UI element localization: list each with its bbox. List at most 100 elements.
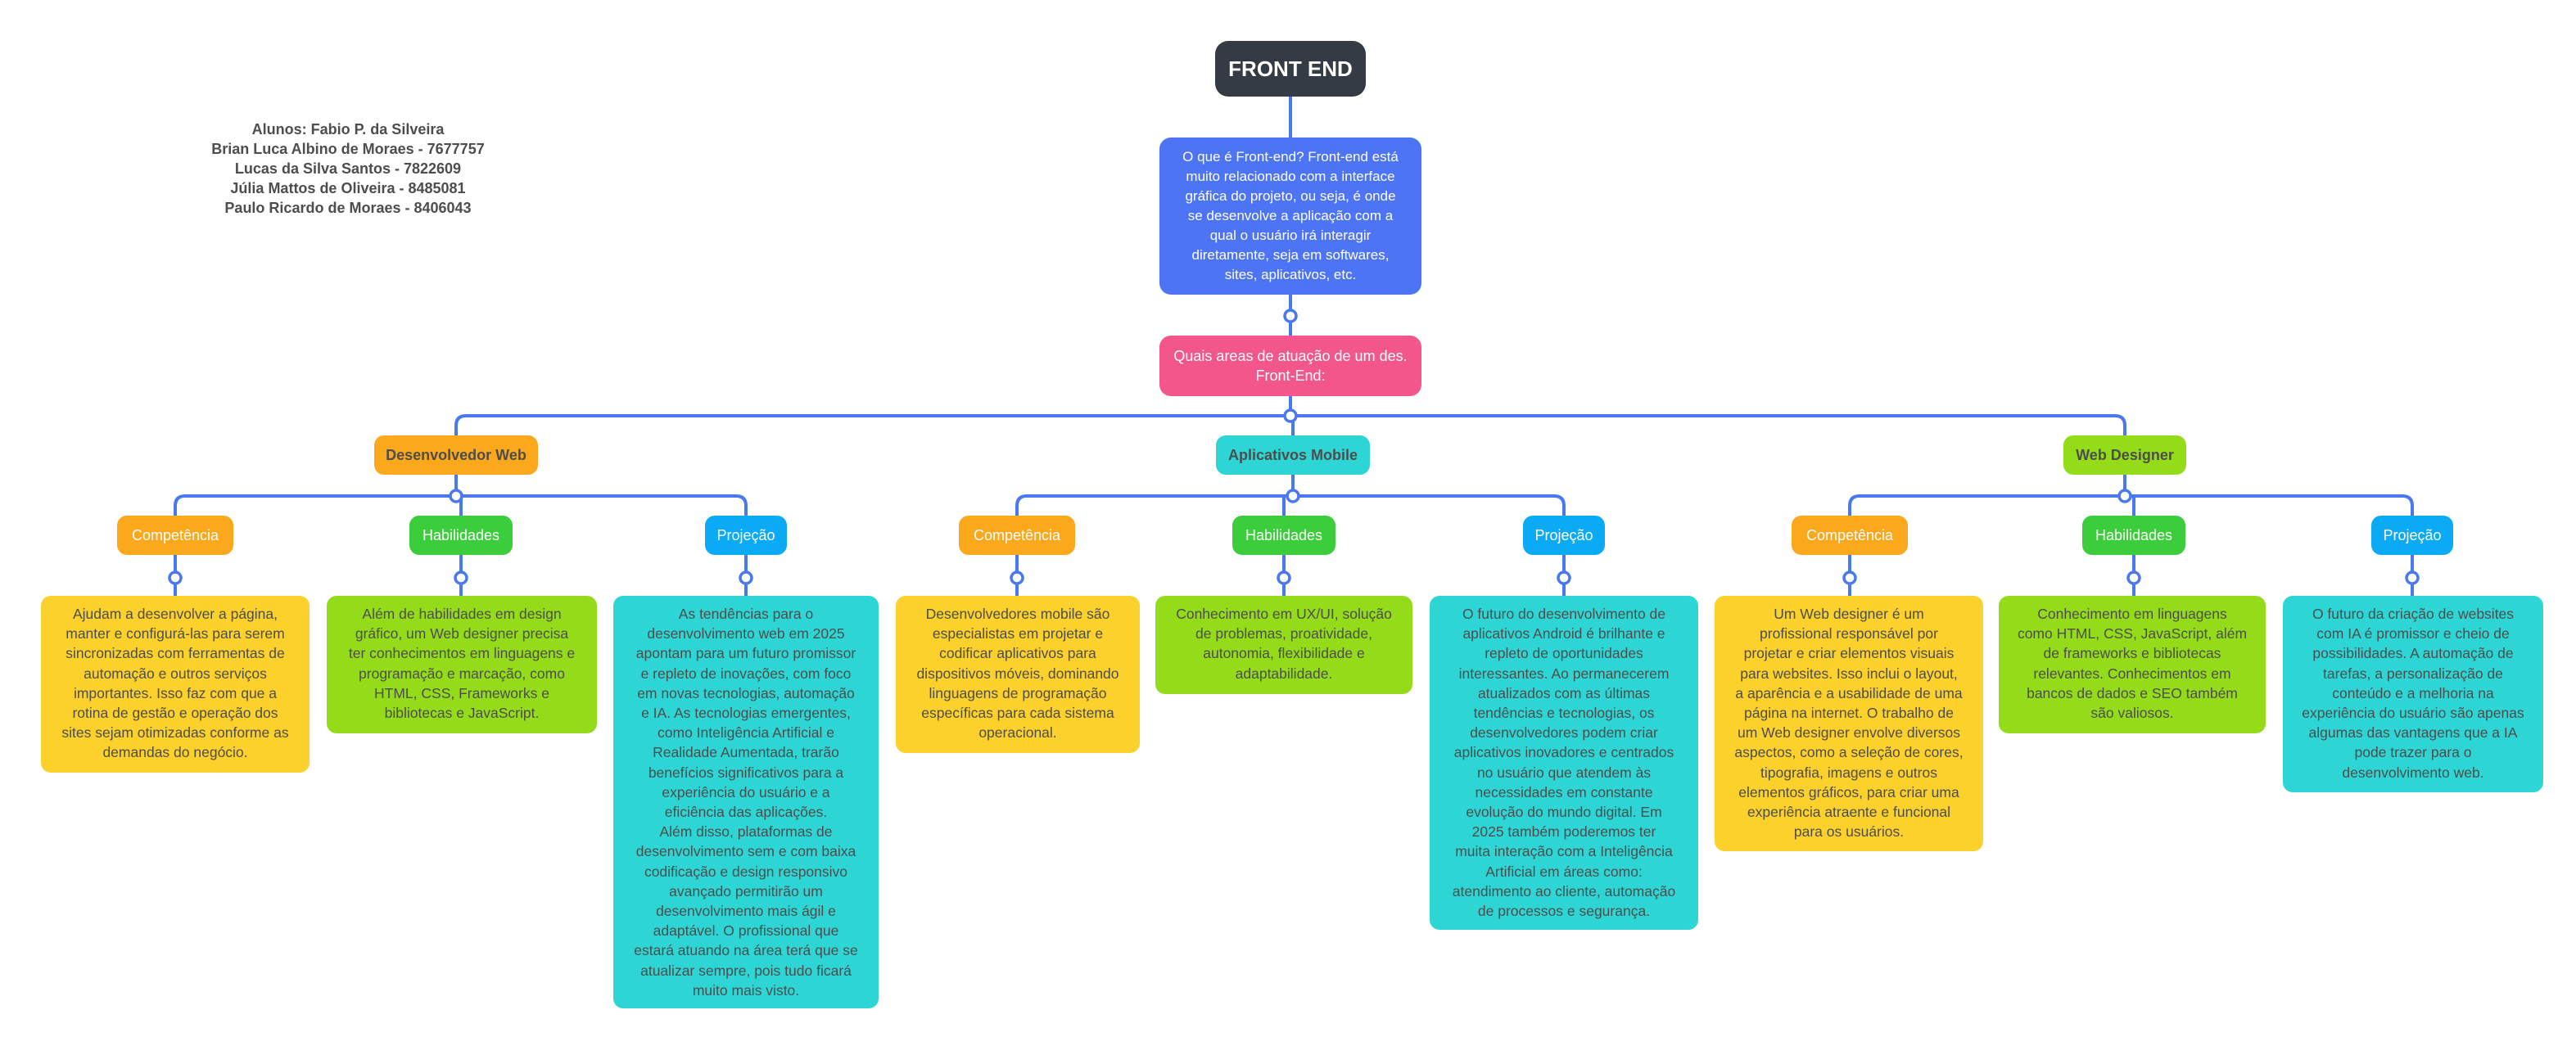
description-line: automação e outros serviços: [84, 665, 267, 682]
description-node-habilidades: Além de habilidades em design gráfico, u…: [327, 596, 597, 733]
student-line: Paulo Ricardo de Moraes - 8406043: [224, 200, 472, 216]
description-line: experiência atraente e funcional: [1747, 804, 1951, 821]
question-node[interactable]: Quais areas de atuação de um des. Front-…: [1159, 336, 1421, 396]
description-line: atendimento ao cliente, automação: [1452, 882, 1676, 899]
description-line: experiência do usuário são apenas: [2302, 705, 2524, 722]
definition-line: se desenvolve a aplicação com a: [1187, 208, 1394, 223]
description-line: codificar aplicativos para: [939, 645, 1096, 662]
category-label: Competência: [973, 526, 1061, 543]
description-line: relevantes. Conhecimentos em: [2033, 665, 2231, 682]
description-line: de processos e segurança.: [1477, 903, 1651, 920]
description-line: HTML, CSS, Frameworks e: [374, 684, 549, 701]
connector-dot[interactable]: [168, 570, 183, 585]
category-node-projecao[interactable]: Projeção: [2371, 516, 2453, 555]
area-node-aplicativos-mobile[interactable]: Aplicativos Mobile: [1216, 435, 1370, 475]
question-line: Front-End:: [1255, 367, 1326, 384]
description-line: elementos gráficos, para criar uma: [1738, 783, 1959, 800]
description-line: necessidades em constante: [1475, 783, 1653, 800]
description-line: tendências e tecnologias, os: [1473, 705, 1655, 722]
description-line: experiência do usuário e a: [662, 783, 830, 800]
root-node[interactable]: FRONT END: [1215, 41, 1366, 97]
description-node-competencia: Desenvolvedores mobile são especialistas…: [896, 596, 1140, 753]
description-line: Um Web designer é um: [1774, 606, 1924, 622]
description-node-habilidades: Conhecimento em UX/UI, solução de proble…: [1155, 596, 1412, 694]
connector-dot[interactable]: [454, 570, 468, 585]
description-line: possibilidades. A automação de: [2312, 645, 2514, 662]
category-label: Competência: [131, 526, 219, 543]
description-line: como HTML, CSS, JavaScript, além: [2017, 625, 2248, 642]
description-line: Conhecimento em UX/UI, solução: [1176, 606, 1392, 622]
connector-dot[interactable]: [1557, 570, 1571, 585]
description-line: especialistas em projetar e: [932, 625, 1104, 642]
category-node-habilidades[interactable]: Habilidades: [1232, 516, 1335, 555]
description-line: desenvolvedores podem criar: [1470, 724, 1658, 742]
definition-line: gráfica do projeto, ou seja, é onde: [1185, 188, 1396, 204]
description-line: de problemas, proatividade,: [1195, 625, 1372, 642]
description-line: apontam para um futuro promissor: [635, 645, 856, 662]
description-line: adaptabilidade.: [1235, 665, 1333, 682]
connector-dot[interactable]: [449, 489, 463, 503]
connector-dot[interactable]: [2126, 570, 2141, 585]
description-node-projecao: As tendências para o desenvolvimento web…: [613, 596, 879, 1008]
description-line: e IA. As tecnologias emergentes,: [641, 705, 851, 722]
area-node-web-designer[interactable]: Web Designer: [2063, 435, 2186, 475]
description-line: sincronizadas com ferramentas de: [66, 645, 285, 662]
description-line: Além disso, plataformas de: [659, 823, 833, 841]
area-node-desenvolvedor-web[interactable]: Desenvolvedor Web: [374, 435, 538, 475]
question-line: Quais areas de atuação de um des.: [1173, 348, 1408, 364]
category-label: Habilidades: [1245, 526, 1323, 543]
category-node-projecao[interactable]: Projeção: [1523, 516, 1605, 555]
area-label: Web Designer: [2076, 446, 2174, 463]
description-line: profissional responsável por: [1760, 625, 1938, 642]
description-line: interessantes. Ao permanecerem: [1458, 665, 1670, 682]
category-node-projecao[interactable]: Projeção: [705, 516, 787, 555]
connector-dot[interactable]: [2405, 570, 2420, 585]
description-line: pode trazer para o: [2354, 744, 2472, 761]
connector-dot[interactable]: [1283, 408, 1298, 423]
description-line: algumas das vantagens que a IA: [2308, 724, 2518, 742]
description-line: desenvolvimento web.: [2342, 764, 2484, 781]
description-line: linguagens de programação: [929, 684, 1107, 701]
connector-dot[interactable]: [739, 570, 753, 585]
connector-dot[interactable]: [2117, 489, 2132, 503]
category-node-competencia[interactable]: Competência: [1792, 516, 1908, 555]
description-line: O futuro da criação de websites: [2312, 606, 2515, 622]
description-line: a aparência e a usabilidade de uma: [1735, 684, 1963, 701]
definition-line: diretamente, seja em softwares,: [1191, 247, 1390, 263]
category-node-competencia[interactable]: Competência: [117, 516, 233, 555]
description-line: muita interação com a Inteligência: [1455, 843, 1673, 860]
category-label: Projeção: [1534, 526, 1593, 543]
description-line: projetar e criar elementos visuais: [1743, 645, 1955, 662]
description-line: adaptável. O profissional que: [653, 922, 839, 940]
description-node-projecao: O futuro do desenvolvimento de aplicativ…: [1430, 596, 1698, 930]
description-line: rotina de gestão e operação dos: [72, 705, 278, 722]
category-node-competencia[interactable]: Competência: [959, 516, 1075, 555]
description-line: Desenvolvedores mobile são: [925, 606, 1110, 622]
connector-dot[interactable]: [1277, 570, 1291, 585]
description-line: operacional.: [978, 724, 1057, 742]
category-node-habilidades[interactable]: Habilidades: [2082, 516, 2185, 555]
definition-node[interactable]: O que é Front-end? Front-end está muito …: [1159, 138, 1421, 295]
category-label: Habilidades: [2095, 526, 2173, 543]
description-line: As tendências para o: [678, 606, 814, 622]
definition-line: O que é Front-end? Front-end está: [1182, 149, 1399, 165]
definition-line: muito relacionado com a interface: [1186, 169, 1395, 184]
description-node-competencia: Um Web designer é um profissional respon…: [1715, 596, 1983, 851]
description-line: evolução do mundo digital. Em: [1466, 804, 1662, 821]
connector-dot[interactable]: [1842, 570, 1857, 585]
description-node-habilidades: Conhecimento em linguagens como HTML, CS…: [1999, 596, 2266, 733]
description-line: desenvolvimento mais ágil e: [656, 903, 836, 920]
description-line: aplicativos inovadores e centrados: [1453, 744, 1674, 761]
description-line: Ajudam a desenvolver a página,: [72, 606, 278, 622]
connector-dot[interactable]: [1286, 489, 1300, 503]
description-line: e repleto de inovações, com foco: [640, 665, 852, 682]
category-node-habilidades[interactable]: Habilidades: [409, 516, 513, 555]
connector-dot[interactable]: [1010, 570, 1024, 585]
connector-dot[interactable]: [1283, 309, 1298, 323]
description-line: gráfico, um Web designer precisa: [355, 625, 569, 642]
description-line: atualizados com as últimas: [1477, 684, 1651, 701]
description-node-competencia: Ajudam a desenvolver a página, manter e …: [41, 596, 310, 773]
description-line: programação e marcação, como: [359, 665, 565, 682]
description-line: página na internet. O trabalho de: [1744, 705, 1954, 722]
description-line: para websites. Isso inclui o layout,: [1740, 665, 1958, 682]
